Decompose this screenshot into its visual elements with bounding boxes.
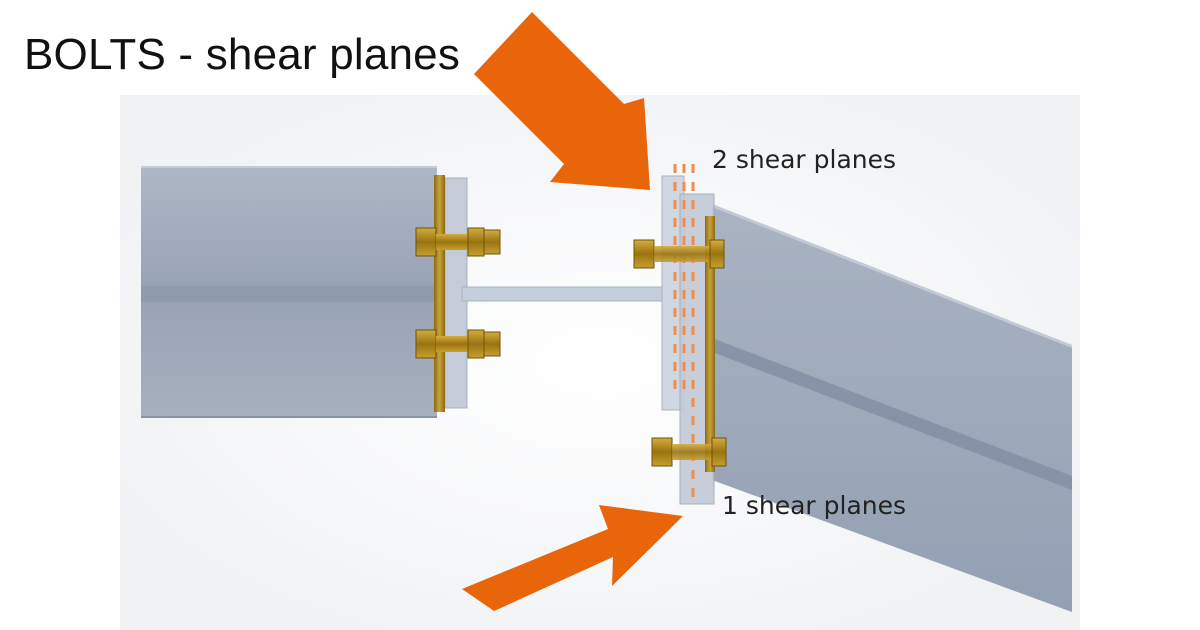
right-bolt-bottom (651, 437, 727, 467)
single-shear-label: 1 shear planes (722, 491, 907, 520)
double-shear-label: 2 shear planes (712, 145, 897, 174)
right-bolt-top (633, 239, 725, 269)
connecting-plate (461, 286, 669, 302)
bottom-arrow (462, 505, 683, 611)
left-bolt-bottom (415, 329, 501, 359)
left-bolt-top (415, 227, 501, 257)
top-arrow (474, 12, 650, 190)
slide-title: BOLTS - shear planes (24, 30, 461, 79)
shear-plane-lines (673, 164, 695, 500)
right-beam (712, 204, 1072, 612)
left-beam (141, 166, 437, 418)
